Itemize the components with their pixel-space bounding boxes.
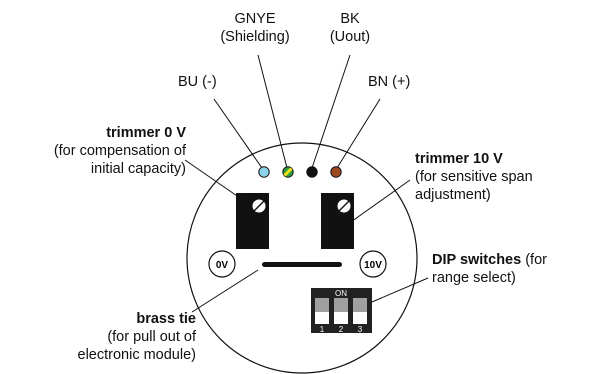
label-bk-desc: (Uout) xyxy=(329,29,371,45)
leader-bk xyxy=(311,54,351,169)
marker-0v-text: 0V xyxy=(216,260,229,271)
wire-dot-bu xyxy=(258,166,270,178)
trimmer-0v-title: trimmer 0 V xyxy=(106,125,186,141)
leader-trimmer-10v xyxy=(347,179,411,225)
brass-tie-desc-1: (for pull out of xyxy=(107,329,196,345)
brass-tie-desc-2: electronic module) xyxy=(77,347,196,363)
dip-switch-1[interactable] xyxy=(315,298,329,324)
marker-0v-circle xyxy=(208,250,236,278)
brass-tie-bar xyxy=(262,262,342,267)
label-dip: DIP switches (for range select) xyxy=(432,251,547,287)
dip-number-3: 3 xyxy=(358,325,363,334)
leader-gnye xyxy=(257,54,288,169)
trimmer-0v-body xyxy=(236,193,269,249)
leader-bn xyxy=(336,98,381,169)
label-trimmer-0v: trimmer 0 V (for compensation of initial… xyxy=(0,124,186,178)
dip-switch-block: ON 1 2 3 xyxy=(311,288,372,334)
leader-lines xyxy=(184,54,429,313)
label-brass-tie: brass tie (for pull out of electronic mo… xyxy=(0,310,196,364)
dip-desc-2: range select) xyxy=(432,270,516,286)
dip-number-1: 1 xyxy=(320,325,325,334)
trimmer-10v-title: trimmer 10 V xyxy=(415,151,503,167)
dip-title-rest: (for xyxy=(521,252,547,268)
wire-dot-gnye xyxy=(282,166,294,178)
label-bn: BN (+) xyxy=(368,74,411,90)
dip-switch-2[interactable] xyxy=(334,298,348,324)
leader-brass-tie xyxy=(191,269,259,313)
dip-switch-3[interactable] xyxy=(353,298,367,324)
label-gnye: GNYE (Shielding) xyxy=(200,10,310,46)
trimmer-0v-desc-2: initial capacity) xyxy=(90,161,186,177)
trimmer-10v-desc-2: adjustment) xyxy=(415,187,491,203)
leader-dip xyxy=(371,277,429,303)
wire-dot-bk xyxy=(306,166,318,178)
label-trimmer-10v: trimmer 10 V (for sensitive span adjustm… xyxy=(415,150,533,204)
label-gnye-code: GNYE xyxy=(234,11,276,27)
wire-dot-bn xyxy=(330,166,342,178)
trimmer-10v-body xyxy=(321,193,354,249)
label-bk: BK (Uout) xyxy=(310,10,390,46)
marker-10v-circle xyxy=(359,250,387,278)
leader-bu xyxy=(213,98,263,169)
label-gnye-desc: (Shielding) xyxy=(220,29,290,45)
trimmer-0v-desc-1: (for compensation of xyxy=(53,143,186,159)
dip-on-label: ON xyxy=(335,289,347,298)
marker-10v-text: 10V xyxy=(364,260,382,271)
dip-number-2: 2 xyxy=(339,325,344,334)
brass-tie-title: brass tie xyxy=(136,311,196,327)
trimmer-10v-desc-1: (for sensitive span xyxy=(415,169,533,185)
label-bk-code: BK xyxy=(340,11,360,27)
label-bu: BU (-) xyxy=(178,74,217,90)
leader-trimmer-0v xyxy=(184,159,241,199)
dip-title: DIP switches xyxy=(432,252,522,268)
